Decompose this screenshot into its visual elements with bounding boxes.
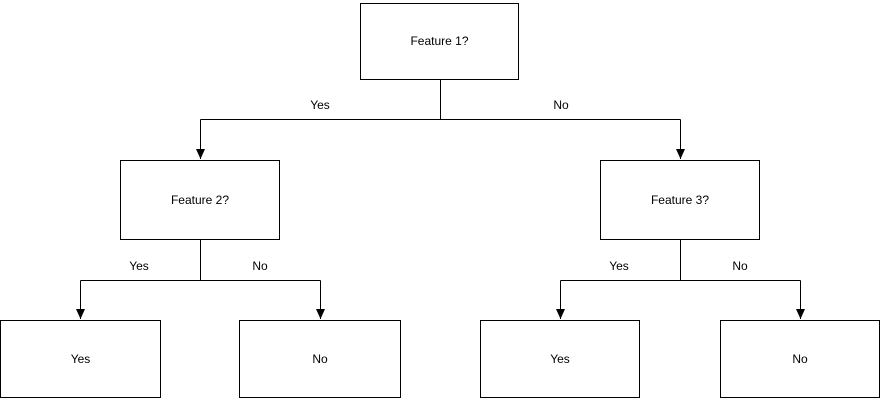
node-feature-1: Feature 1? (360, 3, 519, 80)
node-feature-2: Feature 2? (120, 160, 280, 240)
edge-label-feature3-no: No (730, 258, 750, 274)
node-leaf-no-left: No (239, 320, 401, 398)
edge-label-feature2-yes: Yes (127, 258, 151, 274)
edge-label-root-yes: Yes (308, 97, 332, 113)
edge-label-feature2-no: No (250, 258, 270, 274)
node-feature-3: Feature 3? (600, 160, 760, 240)
node-leaf-yes-left: Yes (0, 320, 161, 398)
edge-label-feature3-yes: Yes (607, 258, 631, 274)
node-leaf-yes-right: Yes (480, 320, 640, 398)
node-leaf-no-right: No (720, 320, 880, 398)
edge-label-root-no: No (551, 97, 571, 113)
